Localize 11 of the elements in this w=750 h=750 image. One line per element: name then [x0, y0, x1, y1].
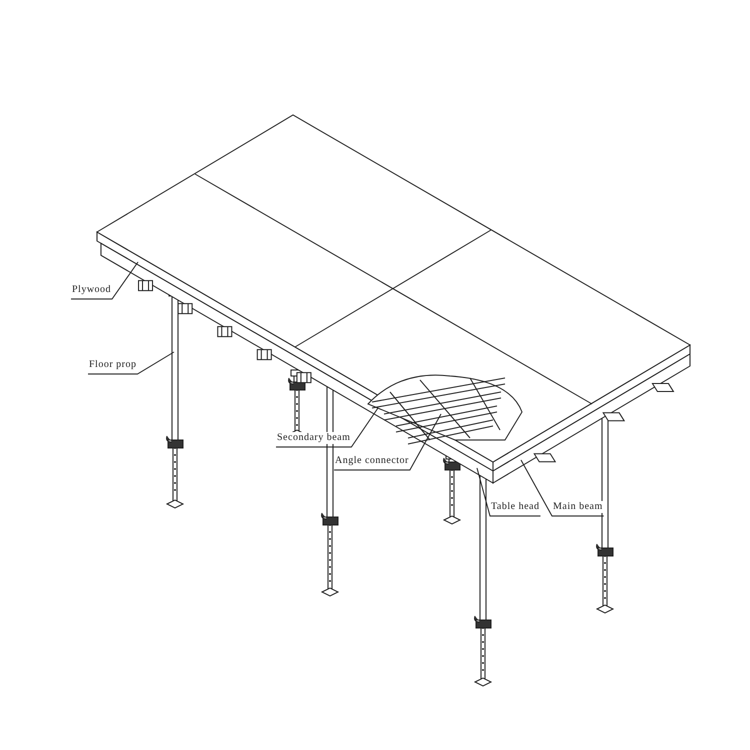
leader-line: [520, 460, 604, 516]
leader-line: [334, 414, 442, 470]
leader-line: [276, 408, 378, 448]
part-label: Main beam: [552, 501, 604, 513]
part-label: Plywood: [71, 284, 112, 296]
leader-line: [476, 468, 541, 516]
part-label: Secondary beam: [276, 432, 352, 444]
leader-line: [70, 262, 138, 300]
part-label: Floor prop: [88, 359, 138, 371]
part-label: Angle connector: [334, 455, 410, 467]
leader-line: [88, 352, 174, 374]
